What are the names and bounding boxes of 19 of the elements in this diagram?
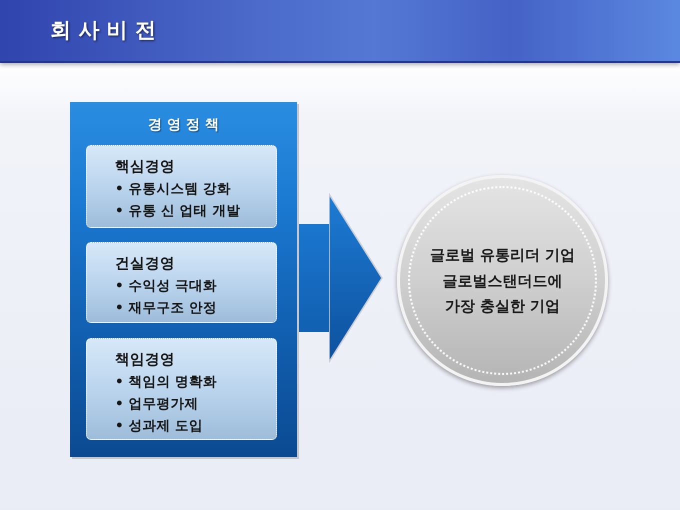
vision-text: 글로벌스탠더드에 가장 충실한 기업: [442, 270, 564, 316]
policy-card: [86, 338, 277, 440]
page-title: 회 사 비 전: [50, 17, 156, 43]
bullet-item: • 성과제 도입: [115, 417, 204, 436]
card-heading: 책임경영: [115, 351, 175, 370]
policy-card: [86, 145, 277, 228]
policy-card: [86, 242, 277, 323]
bullet-item: • 책임의 명확화: [115, 373, 218, 392]
bullet-item: • 수익성 극대화: [115, 277, 218, 296]
bullet-item: • 재무구조 안정: [115, 299, 218, 318]
bullet-item: • 업무평가제: [115, 395, 198, 414]
policy-panel: [70, 102, 297, 457]
bullet-item: • 유통 신 업태 개발: [115, 202, 240, 221]
vision-text: 글로벌 유통리더 기업: [428, 244, 576, 266]
block-arrow: [297, 193, 383, 363]
card-heading: 건실경영: [115, 255, 175, 274]
card-heading: 핵심경영: [115, 158, 175, 177]
panel-heading: 경 영 정 책: [148, 116, 219, 135]
bullet-item: • 유통시스템 강화: [115, 180, 232, 199]
